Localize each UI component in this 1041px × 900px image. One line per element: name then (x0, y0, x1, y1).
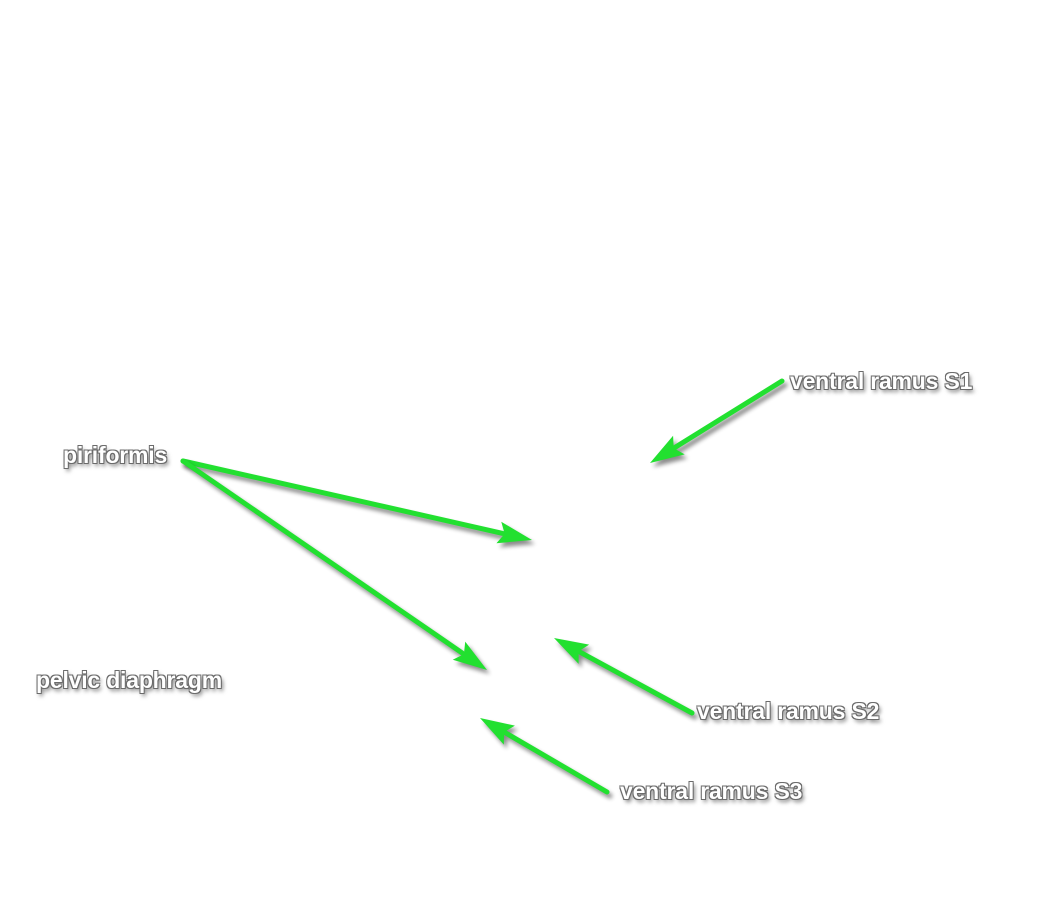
label-ventral-ramus-s3: ventral ramus S3 (620, 778, 803, 804)
label-ventral-ramus-s1: ventral ramus S1 (790, 368, 973, 394)
arrow-piriformis-upper (180, 458, 535, 548)
arrow-ventral-ramus-s3 (480, 718, 613, 799)
arrow-ventral-ramus-s2 (554, 638, 698, 720)
label-pelvic-diaphragm: pelvic diaphragm (36, 667, 222, 693)
label-piriformis: piriformis (63, 442, 168, 468)
arrow-piriformis-lower (180, 458, 490, 674)
arrow-ventral-ramus-s1 (650, 378, 788, 467)
label-ventral-ramus-s2: ventral ramus S2 (697, 698, 880, 724)
